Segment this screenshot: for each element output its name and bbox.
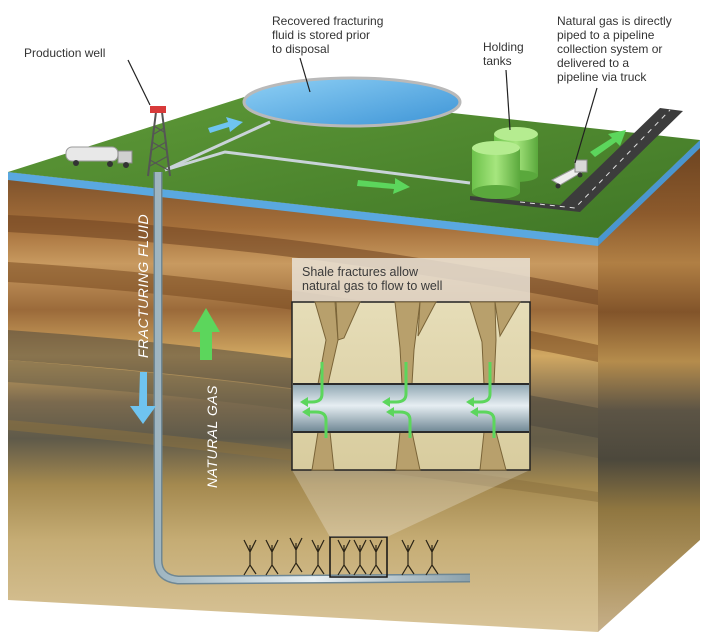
shale-detail-inset [291, 301, 531, 471]
production-well-label: Production well [24, 46, 106, 60]
zoom-projection [292, 470, 530, 537]
tank-icon [472, 141, 520, 199]
leader-line [505, 69, 511, 131]
natural-gas-label: NATURAL GAS [204, 385, 220, 488]
block-side-face [598, 140, 700, 632]
leader-line [299, 57, 311, 93]
fracture-marks [243, 537, 439, 576]
aquifer-side [598, 140, 700, 246]
arrow-icon [208, 117, 243, 133]
natural-gas-piped-label: Natural gas is directly piped to a pipel… [557, 14, 672, 84]
fluid-pond [242, 76, 462, 128]
recovered-fluid-label: Recovered fracturing fluid is stored pri… [272, 14, 384, 56]
arrow-icon [130, 372, 156, 424]
shale-fractures-label: Shale fractures allow natural gas to flo… [302, 265, 443, 293]
derrick-icon [147, 106, 171, 177]
arrow-icon [357, 178, 410, 194]
surface-pipe-to-tanks [164, 150, 471, 185]
shale-label-panel [292, 258, 530, 302]
fracturing-fluid-label: FRACTURING FLUID [135, 214, 151, 358]
truck-icon [65, 146, 133, 168]
arrow-icon [192, 308, 220, 360]
leader-line [127, 59, 151, 106]
holding-tanks-label: Holding tanks [483, 40, 524, 68]
truck-icon [550, 159, 588, 189]
leader-line [574, 87, 598, 164]
detail-focus-box [329, 536, 388, 578]
surface-pipe-to-pond [164, 120, 271, 172]
arrow-icon [590, 130, 626, 157]
